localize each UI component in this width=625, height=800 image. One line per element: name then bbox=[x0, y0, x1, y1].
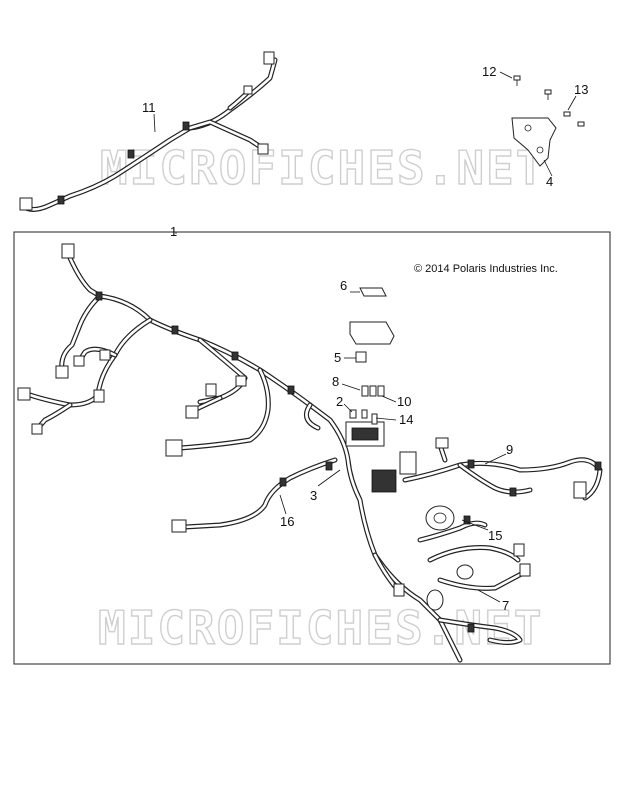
callout-4: 4 bbox=[546, 174, 553, 189]
fuse-box-cover bbox=[349, 321, 395, 345]
fuse-14 bbox=[371, 413, 378, 425]
connector-q bbox=[393, 583, 405, 597]
bracket-assembly bbox=[511, 75, 585, 167]
fuse-10 bbox=[361, 409, 368, 419]
connector-k bbox=[171, 519, 187, 533]
connector-b bbox=[55, 365, 69, 379]
screw-12 bbox=[513, 75, 521, 81]
callout-3: 3 bbox=[310, 488, 317, 503]
connector-f bbox=[93, 389, 105, 403]
relay-cluster bbox=[371, 469, 397, 493]
connector-o bbox=[513, 543, 525, 557]
callout-15: 15 bbox=[488, 528, 502, 543]
callout-14: 14 bbox=[399, 412, 413, 427]
connector-e bbox=[73, 355, 85, 367]
nut-13 bbox=[563, 111, 571, 117]
fuse-8a bbox=[361, 385, 369, 397]
relay-5 bbox=[355, 351, 367, 363]
copyright-text: © 2014 Polaris Industries Inc. bbox=[414, 263, 558, 275]
fuse-2 bbox=[349, 409, 357, 419]
loose-parts bbox=[349, 287, 395, 425]
callout-11: 11 bbox=[142, 100, 156, 115]
label-6 bbox=[359, 287, 387, 297]
connector-h bbox=[185, 405, 199, 419]
connector-i bbox=[205, 383, 217, 397]
connector-11a bbox=[263, 51, 275, 65]
main-harness-1 bbox=[17, 243, 603, 663]
connector-g bbox=[99, 349, 111, 361]
connector-j bbox=[165, 439, 183, 457]
callout-8: 8 bbox=[332, 374, 339, 389]
callout-5: 5 bbox=[334, 350, 341, 365]
callout-13: 13 bbox=[574, 82, 588, 97]
callout-7: 7 bbox=[502, 598, 509, 613]
callout-2: 2 bbox=[336, 394, 343, 409]
connector-n bbox=[435, 437, 449, 449]
connector-l bbox=[235, 375, 247, 387]
callout-10: 10 bbox=[397, 394, 411, 409]
connector-11b bbox=[257, 143, 269, 155]
callout-12: 12 bbox=[482, 64, 496, 79]
leader-lines bbox=[153, 71, 577, 603]
connector-11c bbox=[19, 197, 33, 211]
callout-6: 6 bbox=[340, 278, 347, 293]
connector-c bbox=[17, 387, 31, 401]
callout-16: 16 bbox=[280, 514, 294, 529]
connector-d bbox=[31, 423, 43, 435]
connector-a bbox=[61, 243, 75, 259]
connector-p bbox=[519, 563, 531, 577]
harness-frame bbox=[13, 231, 611, 665]
callout-9: 9 bbox=[506, 442, 513, 457]
connector-11d bbox=[243, 85, 253, 95]
watermark-top: MICROFICHES.NET bbox=[100, 141, 545, 195]
relay-connector bbox=[399, 451, 417, 475]
connector-m bbox=[573, 481, 587, 499]
callout-1: 1 bbox=[170, 224, 177, 239]
sub-harness-11 bbox=[19, 51, 278, 212]
mounting-bracket bbox=[511, 117, 557, 167]
